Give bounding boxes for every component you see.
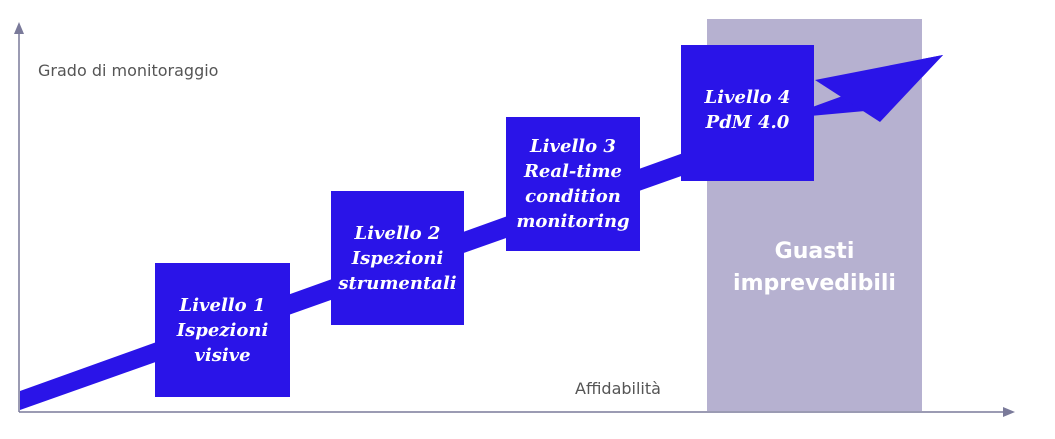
- y-axis-label: Grado di monitoraggio: [38, 61, 219, 80]
- zone-label-line1: Guasti: [774, 239, 855, 264]
- x-axis-arrowhead: [1003, 407, 1015, 417]
- level-2-line3: strumentali: [338, 272, 457, 294]
- level-3-line3: condition: [525, 186, 621, 207]
- y-axis-arrowhead: [14, 22, 24, 34]
- level-2-title: Livello 2: [354, 222, 441, 244]
- level-4-box: Livello 4 PdM 4.0: [681, 45, 814, 181]
- level-4-line2: PdM 4.0: [705, 112, 790, 133]
- level-2-box: Livello 2 Ispezioni strumentali: [331, 191, 464, 325]
- level-1-box: Livello 1 Ispezioni visive: [155, 263, 290, 397]
- zone-label-line2: imprevedibili: [733, 271, 896, 296]
- level-4-title: Livello 4: [704, 87, 791, 108]
- level-1-title: Livello 1: [179, 294, 266, 316]
- x-axis-label: Affidabilità: [575, 379, 661, 398]
- level-3-box: Livello 3 Real-time condition monitoring: [506, 117, 640, 251]
- level-1-line2: Ispezioni: [176, 319, 269, 341]
- level-1-line3: visive: [194, 344, 251, 366]
- level-2-line2: Ispezioni: [351, 247, 444, 269]
- level-3-line4: monitoring: [516, 211, 630, 232]
- zone-label: Guasti imprevedibili: [707, 236, 922, 300]
- level-3-line2: Real-time: [523, 161, 623, 182]
- level-3-title: Livello 3: [530, 136, 616, 157]
- progress-arrow-head-overlay: [815, 55, 943, 122]
